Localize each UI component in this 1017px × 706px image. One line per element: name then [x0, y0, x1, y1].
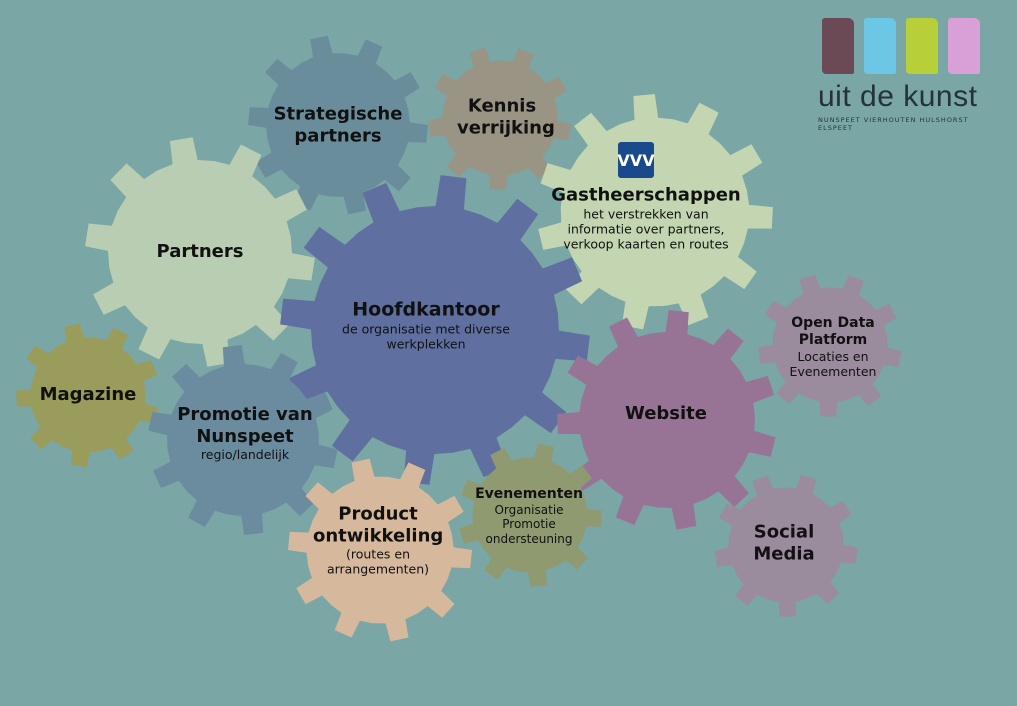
gear-title: Magazine	[39, 384, 137, 406]
gear-subtitle: regio/landelijk	[200, 447, 290, 463]
logo-bar	[948, 18, 980, 74]
gear-title: Gastheerschappen	[551, 184, 741, 206]
vvv-logo-icon: VVV	[617, 142, 655, 178]
gear-magazine: Magazine	[40, 384, 137, 406]
gear-title: Strategische partners	[273, 103, 403, 146]
gear-shape-hoofdkantoor	[280, 175, 590, 485]
gear-shape-partners	[85, 137, 315, 367]
gear-title: Promotie van Nunspeet	[177, 403, 313, 447]
gear-title: Product ontwikkeling	[313, 503, 444, 546]
gear-shape-website	[557, 310, 776, 530]
gear-shape-social	[714, 474, 858, 617]
gear-title: Website	[624, 403, 708, 425]
gear-title: Partners	[156, 241, 244, 263]
gear-shape-evenementen	[459, 443, 602, 587]
gear-social-media: Social Media	[744, 521, 824, 564]
gear-subtitle: Organisatie Promotie ondersteuning	[485, 502, 573, 546]
gear-subtitle: Locaties en Evenementen	[789, 348, 877, 379]
gear-title: Social Media	[753, 521, 815, 564]
gear-title: Kennis verrijking	[457, 95, 555, 138]
gear-gastheerschappen: Gastheerschappen het verstrekken van inf…	[551, 185, 741, 252]
gear-open-data-platform: Open Data Platform Locaties en Evenement…	[783, 315, 883, 379]
gear-hoofdkantoor: Hoofdkantoor de organisatie met diverse …	[336, 299, 516, 352]
logo-bar	[906, 18, 938, 74]
gear-shape-gastheer	[538, 94, 773, 330]
gear-subtitle: het verstrekken van informatie over part…	[563, 206, 729, 252]
logo-places: NUNSPEET VIERHOUTEN HULSHORST ELSPEET	[818, 116, 969, 132]
gear-subtitle: de organisatie met diverse werkplekken	[342, 321, 510, 352]
uit-de-kunst-logo: uit de kunst NUNSPEET VIERHOUTEN HULSHOR…	[818, 18, 983, 132]
gear-promotie-van-nunspeet: Promotie van Nunspeet regio/landelijk	[170, 404, 320, 462]
gear-shape-magazine	[16, 323, 159, 467]
gear-shape-promotie	[148, 345, 338, 535]
logo-bar	[822, 18, 854, 74]
gear-evenementen: Evenementen Organisatie Promotie onderst…	[474, 486, 584, 546]
gear-strategische-partners: Strategische partners	[273, 103, 403, 146]
gear-shape-strategische	[248, 35, 428, 215]
gear-title: Hoofdkantoor	[352, 298, 500, 321]
gear-subtitle: (routes en arrangementen)	[326, 546, 430, 577]
logo-brand: uit de kunst	[818, 80, 978, 113]
gear-product-ontwikkeling: Product ontwikkeling (routes en arrangem…	[313, 503, 443, 576]
gear-website: Website	[625, 403, 707, 425]
logo-bar	[864, 18, 896, 74]
logo-color-bars	[822, 18, 983, 76]
gear-shape-kennis	[428, 47, 572, 190]
gear-kennis-verrijking: Kennis verrijking	[457, 95, 555, 138]
gear-title: Evenementen	[475, 486, 583, 503]
gear-shape-product	[288, 458, 472, 642]
gear-title: Open Data Platform	[791, 315, 875, 348]
gear-shape-opendata	[758, 274, 902, 417]
gear-partners: Partners	[157, 241, 244, 263]
